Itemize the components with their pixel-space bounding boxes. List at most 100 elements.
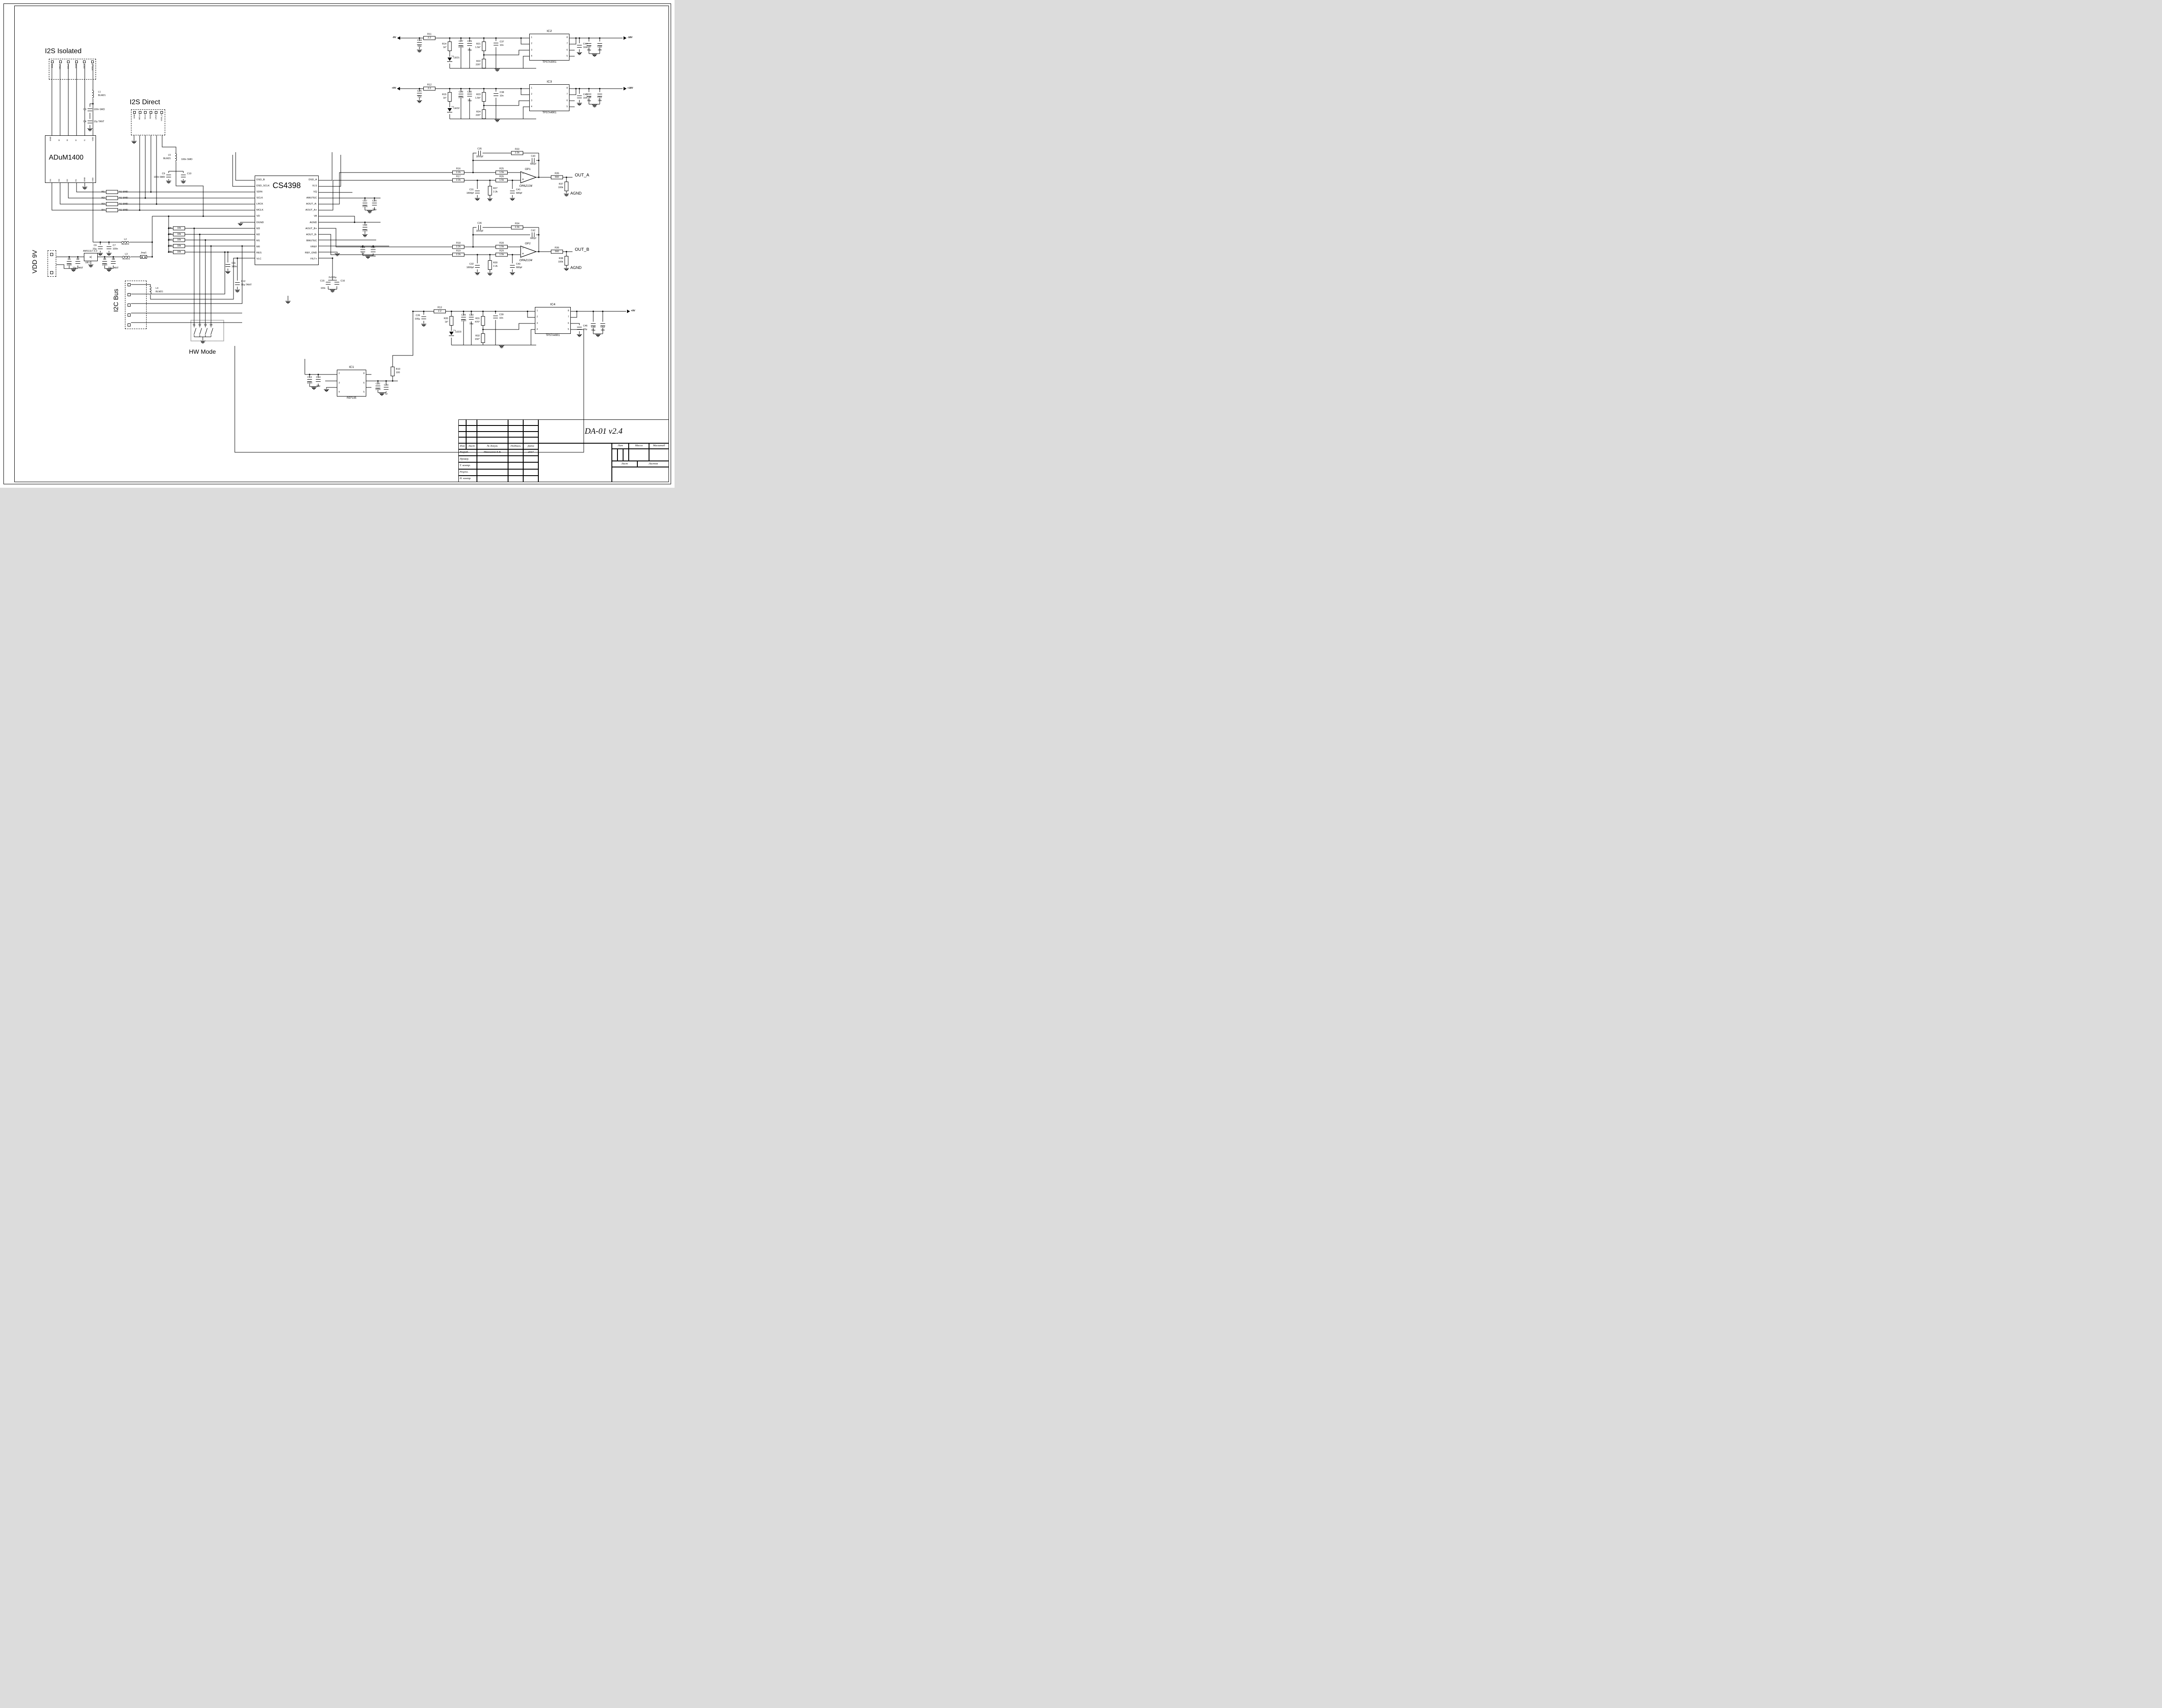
refdes-label: C34 (461, 313, 466, 317)
value-label: 1.5k (499, 171, 504, 174)
connector-pin (128, 323, 131, 326)
led-led1: ↘↘LED1 (447, 55, 460, 64)
value-label: BLM21 (163, 157, 171, 160)
refdes-label: R28 (499, 242, 504, 244)
value-label: 1.5k (499, 179, 504, 182)
signature-role: Провер. (458, 456, 477, 463)
refdes-label: C19 (360, 246, 365, 249)
value-label: 2.2k (456, 171, 461, 174)
section-label-i2s-direct: I2S Direct (130, 99, 160, 106)
bottom-cell (612, 467, 669, 482)
refdes-label: R25 (499, 167, 504, 170)
value-label: 2.2 (438, 310, 441, 313)
connector-pin: GND (133, 111, 136, 118)
adum-pin-label: I1 (83, 139, 86, 141)
refdes-label: R7 (168, 238, 172, 241)
signature-sign (508, 462, 523, 469)
refdes-label: C1 (67, 258, 71, 261)
switch-s4: S4 (209, 323, 214, 335)
ic2-refdes: IC2 (547, 29, 552, 33)
section-label-i2s-isolated: I2S Isolated (45, 48, 82, 55)
refdes-label: C6 (93, 244, 97, 247)
noninverting-input-mark: + (522, 252, 524, 256)
ground-symbol (131, 141, 137, 144)
refdes-label: R22 (476, 60, 481, 63)
value-label: 470* (475, 321, 480, 323)
ground-symbol (181, 181, 186, 183)
pin-number: 1 (531, 36, 532, 39)
value-label: BLM21 (98, 94, 106, 97)
cs4398-pin-label: SCLK (256, 197, 263, 200)
value-label: 10k (177, 233, 181, 236)
revision-cell (458, 432, 466, 437)
pin-number: 4 (339, 391, 340, 393)
refdes-label: C41 (516, 189, 521, 191)
refdes-label: C42 (531, 229, 536, 232)
pin-number: 6 (566, 99, 568, 102)
inverting-input-mark: − (522, 172, 524, 176)
signature-sign (508, 475, 523, 482)
signature-name (477, 456, 508, 463)
cs4398-pin-label: AOUT_B- (306, 233, 317, 236)
value-label: -9V (392, 36, 396, 39)
connector-pin: VDD_O (160, 111, 163, 121)
refdes-label: C32 (469, 263, 474, 265)
revision-cell (508, 437, 523, 443)
ground-symbol (577, 103, 582, 106)
value-label: 100n (370, 255, 376, 258)
refdes-label: C30 (467, 90, 472, 93)
value-label: 1.5k* (475, 97, 481, 99)
cs4398-pin-label: RES (256, 251, 262, 254)
ground-symbol (564, 194, 569, 196)
pin-number: 4 (537, 328, 538, 331)
op1-opamp: OP1 − + OPA2134 (519, 168, 537, 188)
refdes-label: S4 (209, 323, 213, 326)
wires-digital (51, 64, 288, 340)
refdes-label: S2 (198, 323, 201, 326)
op1-refdes: OP1 (525, 168, 531, 171)
ic4-part-number: TPS7A4901 (546, 334, 560, 337)
ic1-part-number: REF195 (346, 397, 356, 400)
revision-cell (523, 437, 538, 443)
refdes-label: R6 (168, 233, 172, 236)
value-label: 100n (231, 265, 237, 268)
value-label: 10k (177, 238, 181, 241)
diode-icon: ▸| (90, 256, 92, 259)
ground-symbol (311, 387, 317, 390)
value-label: 10n (499, 44, 504, 47)
connector-pin (128, 313, 131, 317)
pin-number: 5 (363, 391, 365, 393)
value-label: 100n (320, 287, 326, 290)
refdes-label: C51 (597, 96, 602, 99)
adum-pin-label: O3 (58, 179, 60, 182)
cs4398-pin-label: REF_GND (305, 251, 317, 254)
pin-number: 2 (531, 93, 532, 96)
value-label: 10k (177, 227, 181, 230)
refdes-label: C2 (76, 258, 80, 261)
refdes-label: R16 (456, 167, 461, 170)
refdes-label: C35 (477, 147, 482, 150)
refdes-label: R37 (559, 183, 563, 186)
ground-symbol (510, 272, 515, 275)
refdes-label: C8 (112, 258, 115, 261)
revision-cell (466, 425, 477, 432)
value-label: 51 SMD (119, 208, 128, 211)
adum-pin-label: GND (83, 177, 86, 182)
ground-symbol (417, 100, 422, 103)
